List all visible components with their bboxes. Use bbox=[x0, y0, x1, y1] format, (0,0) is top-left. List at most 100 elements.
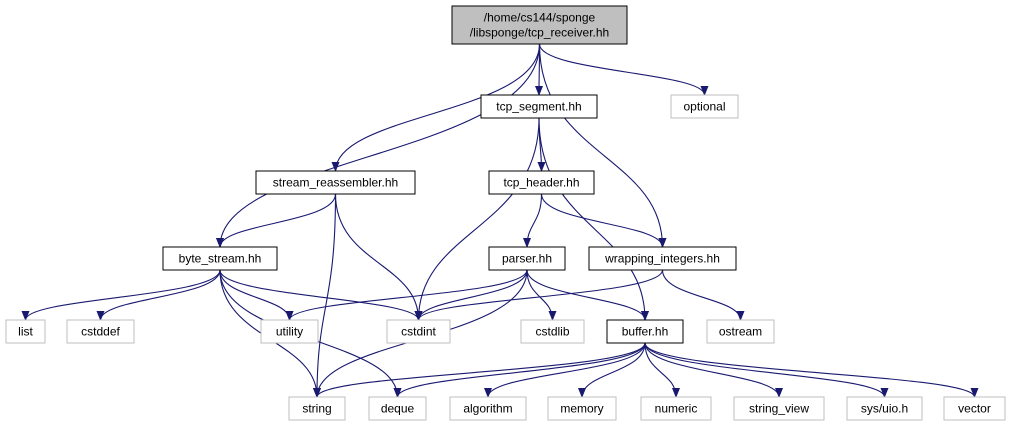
node-cstdint-label: cstdint bbox=[401, 325, 436, 339]
node-byte-stream-label: byte_stream.hh bbox=[179, 252, 262, 266]
edge-tcp-segment-to-buffer bbox=[538, 117, 649, 321]
node-memory-label: memory bbox=[560, 402, 603, 416]
node-byte-stream-box bbox=[162, 246, 278, 271]
node-buffer-label: buffer.hh bbox=[622, 325, 669, 339]
node-cstdlib: cstdlib bbox=[520, 319, 585, 344]
node-string-label: string bbox=[302, 402, 331, 416]
node-wrapping-integers-box bbox=[588, 246, 737, 271]
node-string-view-label: string_view bbox=[749, 402, 809, 416]
edge-buffer-to-string-view bbox=[644, 342, 783, 398]
node-parser[interactable]: parser.hh bbox=[488, 246, 566, 271]
node-root-box bbox=[451, 5, 628, 45]
node-utility: utility bbox=[260, 319, 319, 344]
node-ostream-box bbox=[706, 319, 775, 344]
edge-byte-stream-to-utility bbox=[219, 269, 294, 321]
edge-buffer-to-numeric bbox=[644, 342, 680, 398]
node-byte-stream[interactable]: byte_stream.hh bbox=[162, 246, 278, 271]
node-ostream-label: ostream bbox=[719, 325, 762, 339]
node-numeric: numeric bbox=[640, 396, 712, 421]
edge-buffer-to-string bbox=[313, 342, 646, 398]
node-tcp-header[interactable]: tcp_header.hh bbox=[488, 170, 595, 195]
node-buffer-box bbox=[606, 319, 684, 344]
node-memory-box bbox=[547, 396, 617, 421]
edge-wrapping-integers-to-ostream bbox=[661, 269, 745, 321]
edge-buffer-to-sys-uio bbox=[644, 342, 889, 398]
node-stream-reassembler[interactable]: stream_reassembler.hh bbox=[255, 170, 416, 195]
node-stream-reassembler-label: stream_reassembler.hh bbox=[273, 176, 398, 190]
node-vector: vector bbox=[943, 396, 1006, 421]
node-tcp-header-label: tcp_header.hh bbox=[503, 176, 579, 190]
edge-parser-to-utility bbox=[285, 269, 528, 321]
node-cstddef-box bbox=[66, 319, 135, 344]
node-utility-label: utility bbox=[276, 325, 303, 339]
edge-byte-stream-to-cstdint bbox=[219, 269, 423, 321]
node-deque-label: deque bbox=[381, 402, 415, 416]
node-optional-box bbox=[670, 94, 739, 119]
edge-buffer-to-vector bbox=[644, 342, 979, 398]
node-cstdint: cstdint bbox=[386, 319, 451, 344]
node-deque-box bbox=[368, 396, 427, 421]
node-string-view-box bbox=[733, 396, 825, 421]
edge-parser-to-buffer bbox=[526, 269, 649, 321]
node-sys-uio-label: sys/uio.h bbox=[861, 402, 908, 416]
node-vector-label: vector bbox=[958, 402, 991, 416]
node-algorithm-label: algorithm bbox=[463, 402, 512, 416]
node-sys-uio-box bbox=[846, 396, 923, 421]
edge-tcp-header-to-wrapping-integers bbox=[540, 193, 667, 248]
node-root-label: /libsponge/tcp_receiver.hh bbox=[470, 26, 609, 40]
node-buffer[interactable]: buffer.hh bbox=[606, 319, 684, 344]
node-tcp-header-box bbox=[488, 170, 595, 195]
node-memory: memory bbox=[547, 396, 617, 421]
node-list-box bbox=[5, 319, 46, 344]
node-cstddef-label: cstddef bbox=[81, 325, 120, 339]
edge-tcp-header-to-parser bbox=[523, 193, 543, 248]
edge-stream-reassembler-to-byte-stream bbox=[216, 193, 337, 248]
node-layer: /home/cs144/sponge/libsponge/tcp_receive… bbox=[5, 5, 1006, 421]
node-optional: optional bbox=[670, 94, 739, 119]
node-algorithm: algorithm bbox=[449, 396, 527, 421]
node-wrapping-integers[interactable]: wrapping_integers.hh bbox=[588, 246, 737, 271]
node-root: /home/cs144/sponge/libsponge/tcp_receive… bbox=[451, 5, 628, 45]
node-list-label: list bbox=[18, 325, 33, 339]
edge-byte-stream-to-list bbox=[21, 269, 221, 321]
edge-buffer-to-algorithm bbox=[484, 342, 646, 398]
edge-root-to-stream-reassembler bbox=[331, 43, 541, 172]
node-tcp-segment[interactable]: tcp_segment.hh bbox=[480, 94, 598, 119]
edge-tcp-segment-to-cstdint bbox=[414, 117, 540, 321]
edge-byte-stream-to-cstddef bbox=[96, 269, 221, 321]
node-parser-label: parser.hh bbox=[502, 252, 552, 266]
edge-buffer-to-deque bbox=[393, 342, 646, 398]
node-numeric-label: numeric bbox=[655, 402, 698, 416]
node-wrapping-integers-label: wrapping_integers.hh bbox=[604, 252, 720, 266]
node-stream-reassembler-box bbox=[255, 170, 416, 195]
node-cstdlib-box bbox=[520, 319, 585, 344]
node-string: string bbox=[288, 396, 346, 421]
edge-buffer-to-memory bbox=[578, 342, 646, 398]
node-root-label: /home/cs144/sponge bbox=[484, 11, 596, 25]
node-list: list bbox=[5, 319, 46, 344]
node-sys-uio: sys/uio.h bbox=[846, 396, 923, 421]
edge-wrapping-integers-to-cstdint bbox=[414, 269, 664, 321]
node-deque: deque bbox=[368, 396, 427, 421]
node-string-box bbox=[288, 396, 346, 421]
node-cstddef: cstddef bbox=[66, 319, 135, 344]
node-tcp-segment-box bbox=[480, 94, 598, 119]
edge-root-to-optional bbox=[538, 43, 709, 96]
node-tcp-segment-label: tcp_segment.hh bbox=[496, 100, 581, 114]
node-parser-box bbox=[488, 246, 566, 271]
edge-root-to-byte-stream bbox=[216, 43, 541, 248]
node-numeric-box bbox=[640, 396, 712, 421]
edge-root-to-wrapping-integers bbox=[538, 43, 667, 248]
node-string-view: string_view bbox=[733, 396, 825, 421]
edge-stream-reassembler-to-cstdint bbox=[334, 193, 423, 321]
node-algorithm-box bbox=[449, 396, 527, 421]
edge-parser-to-cstdint bbox=[414, 269, 528, 321]
node-cstdint-box bbox=[386, 319, 451, 344]
node-vector-box bbox=[943, 396, 1006, 421]
node-ostream: ostream bbox=[706, 319, 775, 344]
node-optional-label: optional bbox=[683, 100, 725, 114]
node-utility-box bbox=[260, 319, 319, 344]
edge-stream-reassembler-to-string bbox=[313, 193, 337, 398]
node-cstdlib-label: cstdlib bbox=[535, 325, 569, 339]
